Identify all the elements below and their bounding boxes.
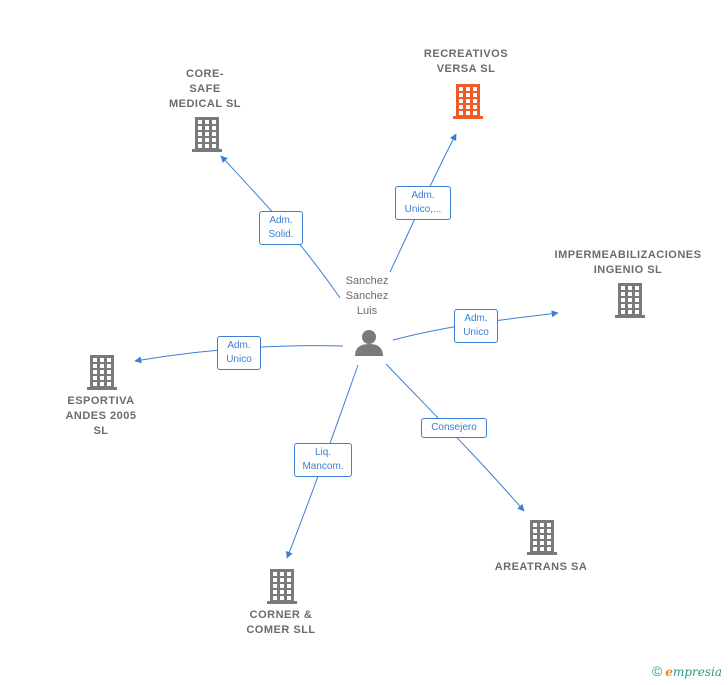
edge-label-core[interactable]: Adm. Solid. [259, 211, 303, 245]
company-label-line: RECREATIVOS [423, 48, 509, 60]
company-label-line: ESPORTIVA [67, 395, 135, 407]
edge-label-line: Adm. [411, 190, 435, 201]
brand-name: mpresia [672, 665, 722, 679]
copyright-symbol: © [651, 663, 663, 679]
company-label-recreativos[interactable]: RECREATIVOS VERSA SL [406, 47, 526, 77]
edge-label-line: Unico [463, 327, 489, 338]
company-label-line: SAFE [189, 83, 221, 95]
person-icon[interactable] [355, 330, 383, 356]
footer-brand: ©empresia [652, 663, 722, 679]
building-icon[interactable] [267, 569, 297, 604]
company-label-core[interactable]: CORE- SAFE MEDICAL SL [155, 67, 255, 112]
company-label-line: INGENIO SL [593, 264, 663, 276]
company-label-imper[interactable]: IMPERMEABILIZACIONES INGENIO SL [548, 248, 708, 278]
edge-label-line: Liq. [314, 447, 332, 458]
building-icon[interactable] [453, 84, 483, 119]
building-icon[interactable] [192, 117, 222, 152]
edge-label-corner[interactable]: Liq. Mancom. [294, 443, 352, 477]
building-icon[interactable] [87, 355, 117, 390]
company-label-line: SL [93, 425, 109, 437]
edge-label-line: Adm. [227, 340, 251, 351]
company-label-areatrans[interactable]: AREATRANS SA [481, 560, 601, 575]
edge-label-line: Unico [226, 354, 252, 365]
edge-label-areatrans[interactable]: Consejero [421, 418, 487, 438]
building-icon[interactable] [527, 520, 557, 555]
edge-label-line: Consejero [431, 422, 477, 433]
edge-label-esportiva[interactable]: Adm. Unico [217, 336, 261, 370]
edge-label-line: Adm. [269, 215, 293, 226]
company-label-line: AREATRANS SA [494, 561, 588, 573]
building-icon[interactable] [615, 283, 645, 318]
company-label-line: COMER SLL [246, 624, 316, 636]
edge-label-recreativos[interactable]: Adm. Unico,... [395, 186, 451, 220]
brand-initial: e [665, 665, 673, 679]
edge-label-imper[interactable]: Adm. Unico [454, 309, 498, 343]
company-label-line: IMPERMEABILIZACIONES [554, 249, 702, 261]
person-name-line: Sanchez [345, 290, 389, 302]
edge-label-line: Adm. [464, 313, 488, 324]
company-label-corner[interactable]: CORNER & COMER SLL [231, 608, 331, 638]
edge-label-line: Solid. [268, 229, 294, 240]
company-label-line: VERSA SL [436, 63, 496, 75]
person-name-line: Sanchez [345, 275, 389, 287]
edge-label-line: Mancom. [302, 461, 344, 472]
company-label-line: CORNER & [249, 609, 313, 621]
company-label-line: ANDES 2005 [65, 410, 137, 422]
person-name-line: Luis [356, 305, 378, 317]
edge-label-line: Unico,... [404, 204, 442, 215]
company-label-line: MEDICAL SL [168, 98, 242, 110]
company-label-line: CORE- [186, 68, 224, 80]
